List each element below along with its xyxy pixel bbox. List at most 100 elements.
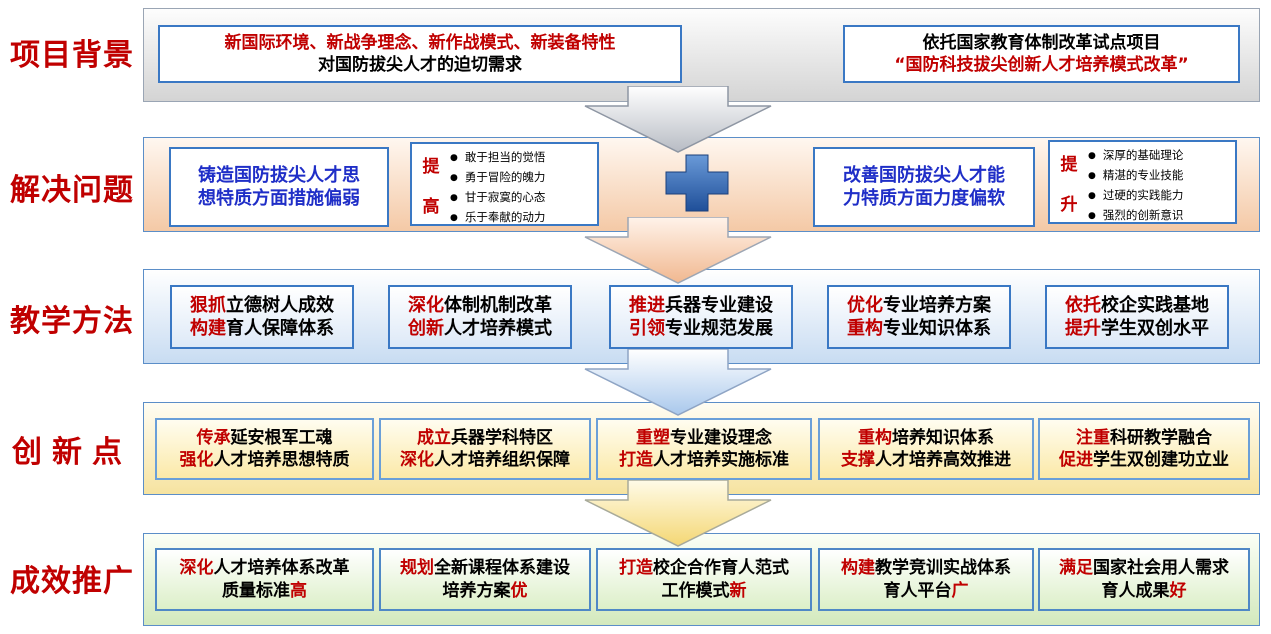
down-arrow-icon — [584, 349, 772, 416]
problem-left-tag: 提 高 — [420, 144, 442, 224]
innovation-box: 成立兵器学科特区 深化人才培养组织保障 — [379, 418, 591, 480]
result-box: 满足国家社会用人需求 育人成果好 — [1038, 548, 1250, 611]
problem-right-line1: 改善国防拔尖人才能 — [843, 164, 1005, 186]
method-text: 专业规范发展 — [665, 318, 773, 339]
innovation-verb: 打造 — [619, 450, 653, 470]
method-text: 体制机制改革 — [444, 294, 552, 316]
result-text: 质量标准 — [222, 580, 290, 601]
list-item: 强烈的创新意识 — [1088, 206, 1184, 226]
list-item: 过硬的实践能力 — [1088, 186, 1184, 206]
problem-right-tag: 提 升 — [1058, 142, 1080, 222]
result-text: 全新课程体系建设 — [434, 558, 570, 579]
result-text: 国家社会用人需求 — [1093, 558, 1229, 579]
method-verb: 深化 — [408, 294, 444, 316]
innovation-verb: 注重 — [1076, 427, 1110, 448]
result-verb: 规划 — [400, 558, 434, 579]
result-box: 构建教学竞训实战体系 育人平台广 — [818, 548, 1034, 611]
innovation-text: 人才培养高效推进 — [875, 450, 1011, 470]
method-box: 依托校企实践基地 提升学生双创水平 — [1045, 285, 1229, 349]
tag-char: 升 — [1060, 194, 1078, 215]
result-text: 育人成果 — [1101, 580, 1170, 601]
method-verb: 依托 — [1065, 294, 1101, 316]
result-verb: 打造 — [619, 558, 653, 579]
background-right-box: 依托国家教育体制改革试点项目 “国防科技拔尖创新人才培养模式改革” — [843, 25, 1240, 83]
method-verb: 重构 — [847, 318, 883, 339]
method-text: 兵器专业建设 — [665, 294, 773, 316]
result-highlight: 广 — [951, 580, 969, 601]
tag-char: 提 — [422, 156, 440, 177]
down-arrow-icon — [584, 480, 772, 547]
problem-left-list: 敢于担当的觉悟 勇于冒险的魄力 甘于寂寞的心态 乐于奉献的动力 — [450, 148, 546, 228]
problem-left-sub: 提 高 敢于担当的觉悟 勇于冒险的魄力 甘于寂寞的心态 乐于奉献的动力 — [410, 142, 599, 226]
method-verb: 优化 — [847, 294, 883, 316]
innovation-verb: 深化 — [400, 450, 434, 470]
method-text: 立德树人成效 — [226, 294, 334, 316]
problem-left-line2: 想特质方面措施偏弱 — [198, 188, 360, 209]
method-box: 狠抓立德树人成效 构建育人保障体系 — [170, 285, 354, 349]
method-verb: 狠抓 — [190, 294, 226, 316]
background-right-line1: 依托国家教育体制改革试点项目 — [922, 32, 1161, 53]
innovation-text: 人才培养思想特质 — [213, 450, 350, 470]
innovation-text: 专业建设理念 — [670, 427, 772, 448]
method-box: 深化体制机制改革 创新人才培养模式 — [388, 285, 572, 349]
background-left-line1: 新国际环境、新战争理念、新作战模式、新装备特性 — [224, 32, 616, 53]
result-verb: 满足 — [1059, 558, 1093, 579]
row-label-problems: 解决问题 — [10, 173, 134, 208]
method-verb: 提升 — [1065, 318, 1101, 339]
result-highlight: 好 — [1169, 580, 1187, 601]
innovation-box: 重塑专业建设理念 打造人才培养实施标准 — [596, 418, 812, 480]
result-highlight: 高 — [290, 580, 307, 601]
innovation-text: 兵器学科特区 — [451, 427, 553, 448]
innovation-verb: 成立 — [417, 427, 451, 448]
innovation-verb: 促进 — [1059, 450, 1093, 470]
method-box: 推进兵器专业建设 引领专业规范发展 — [609, 285, 793, 349]
innovation-text: 科研教学融合 — [1110, 427, 1212, 448]
problem-left-line1: 铸造国防拔尖人才思 — [198, 164, 360, 186]
innovation-text: 培养知识体系 — [892, 427, 994, 448]
method-text: 人才培养模式 — [444, 318, 552, 339]
plus-icon — [665, 154, 729, 212]
innovation-box: 传承延安根军工魂 强化人才培养思想特质 — [155, 418, 374, 480]
row-label-results: 成效推广 — [10, 564, 134, 599]
method-text: 育人保障体系 — [226, 318, 334, 339]
result-highlight: 新 — [729, 580, 747, 601]
innovation-verb: 支撑 — [841, 450, 875, 470]
innovation-box: 重构培养知识体系 支撑人才培养高效推进 — [818, 418, 1034, 480]
result-box: 打造校企合作育人范式 工作模式新 — [596, 548, 812, 611]
list-item: 敢于担当的觉悟 — [450, 148, 546, 168]
method-verb: 创新 — [408, 318, 444, 339]
list-item: 乐于奉献的动力 — [450, 208, 546, 228]
down-arrow-icon — [584, 217, 772, 284]
innovation-verb: 重塑 — [636, 427, 670, 448]
tag-char: 高 — [422, 196, 440, 217]
method-box: 优化专业培养方案 重构专业知识体系 — [827, 285, 1011, 349]
problem-left-box: 铸造国防拔尖人才思 想特质方面措施偏弱 — [169, 147, 389, 227]
result-highlight: 优 — [510, 580, 528, 601]
result-box: 规划全新课程体系建设 培养方案优 — [379, 548, 591, 611]
result-verb: 构建 — [841, 558, 875, 579]
result-text: 教学竞训实战体系 — [875, 558, 1011, 579]
background-left-line2: 对国防拔尖人才的迫切需求 — [318, 55, 522, 75]
method-text: 专业知识体系 — [883, 318, 991, 339]
innovation-box: 注重科研教学融合 促进学生双创建功立业 — [1038, 418, 1250, 480]
list-item: 精湛的专业技能 — [1088, 166, 1184, 186]
result-text: 人才培养体系改革 — [213, 558, 350, 579]
tag-char: 提 — [1060, 154, 1078, 175]
result-verb: 深化 — [179, 558, 214, 579]
result-text: 育人平台 — [883, 580, 952, 601]
list-item: 深厚的基础理论 — [1088, 146, 1184, 166]
innovation-text: 人才培养组织保障 — [434, 450, 570, 470]
innovation-verb: 强化 — [179, 450, 214, 470]
down-arrow-icon — [584, 86, 772, 153]
row-label-innovations: 创新点 — [12, 434, 132, 470]
problem-right-sub: 提 升 深厚的基础理论 精湛的专业技能 过硬的实践能力 强烈的创新意识 — [1048, 140, 1237, 224]
method-verb: 推进 — [629, 294, 665, 316]
result-text: 校企合作育人范式 — [653, 558, 789, 579]
result-text: 培养方案 — [442, 580, 511, 601]
list-item: 勇于冒险的魄力 — [450, 168, 546, 188]
list-item: 甘于寂寞的心态 — [450, 188, 546, 208]
row-label-methods: 教学方法 — [10, 303, 134, 339]
innovation-verb: 重构 — [858, 427, 892, 448]
innovation-text: 延安根军工魂 — [230, 427, 333, 448]
innovation-verb: 传承 — [196, 427, 231, 448]
